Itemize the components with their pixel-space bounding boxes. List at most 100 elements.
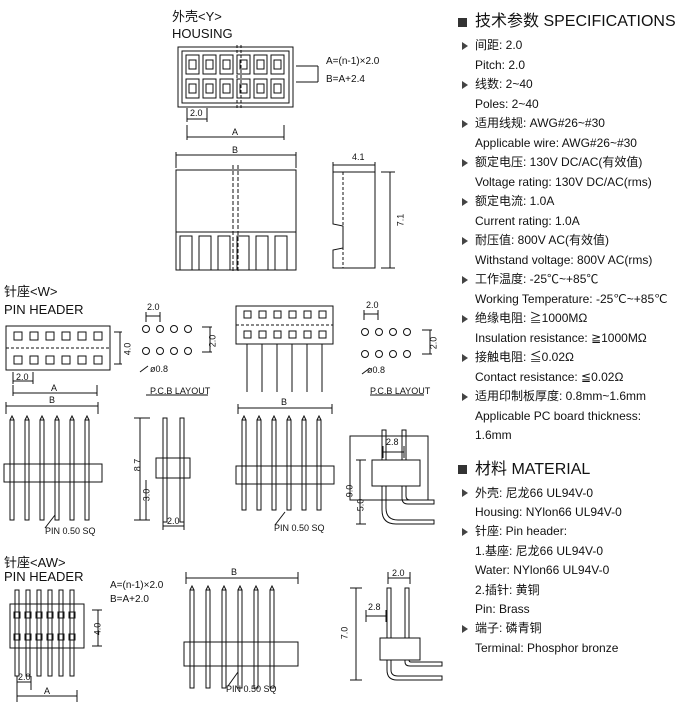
pcb-hole xyxy=(156,347,164,355)
pcb2-dim-row: 2.0 xyxy=(428,336,439,350)
pin-square xyxy=(288,330,297,339)
spec-item-en: Voltage rating: 130V DC/AC(rms) xyxy=(475,174,652,189)
aw-formula-b: B=A+2.0 xyxy=(110,594,149,605)
triangle-bullet-icon xyxy=(462,489,468,498)
spec-item-zh: 适用印制板厚度: 0.8mm~1.6mm xyxy=(452,387,677,407)
pin-square xyxy=(29,355,39,365)
material-line-text: 端子: 磷青铜 xyxy=(475,621,542,636)
pin-square xyxy=(258,310,267,319)
housing-slot xyxy=(255,235,269,270)
pin-square xyxy=(13,331,23,341)
spec-item-zh-text: 绝缘电阻: ≧1000MΩ xyxy=(475,311,588,325)
housing-formula-a: A=(n-1)×2.0 xyxy=(326,56,380,67)
pin-square xyxy=(46,633,54,641)
pin-square xyxy=(46,611,54,619)
housing-cell xyxy=(185,54,200,75)
specifications-heading: 技术参数 SPECIFICATIONS xyxy=(452,12,677,32)
aw-dim-b: B xyxy=(231,567,238,577)
pin-header-aw-title-en: PIN HEADER xyxy=(4,569,84,584)
spec-item-zh: 线数: 2~40 xyxy=(452,75,677,95)
spec-item-zh-text: 额定电压: 130V DC/AC(有效值) xyxy=(475,155,643,169)
material-line: Water: NYlon66 UL94V-0 xyxy=(475,563,610,578)
w2-dim-28: 2.8 xyxy=(386,437,399,447)
pin-header-aw-top-view xyxy=(9,589,102,702)
pin-square xyxy=(77,355,87,365)
housing-cell-hole xyxy=(239,59,248,70)
pin-tip xyxy=(84,414,90,421)
housing-cell-hole xyxy=(256,59,265,70)
material-line-text: 针座: Pin header: xyxy=(475,524,568,539)
housing-top-view xyxy=(177,45,319,140)
pin-header-w-top-view xyxy=(5,325,122,396)
pcb-hole xyxy=(142,347,150,355)
pin xyxy=(58,589,64,677)
pcb-hole xyxy=(375,350,383,358)
housing-dim-b: B xyxy=(232,145,239,155)
housing-cell xyxy=(236,78,251,99)
pin-tip xyxy=(269,584,275,591)
pin-square xyxy=(24,633,32,641)
housing-cell xyxy=(202,54,217,75)
housing-formula-b: B=A+2.4 xyxy=(326,74,365,85)
pin-header-aw-title-zh: 针座<AW> xyxy=(4,555,66,570)
spec-item-en: Poles: 2~40 xyxy=(475,96,539,111)
pin-square xyxy=(35,611,43,619)
w-dim-b: B xyxy=(49,395,56,405)
housing-cell-hole xyxy=(256,83,265,94)
pin-header-w-title-zh: 针座<W> xyxy=(4,284,58,299)
housing-side-view xyxy=(332,162,395,269)
spec-item-en: Applicable PC board thickness: 1.6mm xyxy=(475,408,642,443)
pin-square xyxy=(93,355,103,365)
pin-square xyxy=(273,310,282,319)
pin-header-w-angle-front-view xyxy=(235,404,335,526)
housing-cell xyxy=(185,78,200,99)
housing-cell xyxy=(202,78,217,99)
pcb-hole xyxy=(170,325,178,333)
pin xyxy=(36,589,42,677)
pin xyxy=(24,419,30,521)
pin xyxy=(69,589,75,677)
pin-tip xyxy=(253,584,259,591)
material-line: 2.插针: 黄铜 xyxy=(475,582,540,597)
triangle-bullet-icon xyxy=(462,158,468,167)
spec-item-zh-text: 工作温度: -25℃~+85℃ xyxy=(475,272,599,286)
housing-cell-hole xyxy=(222,59,231,70)
pin-square xyxy=(45,331,55,341)
pcb-hole xyxy=(403,350,411,358)
pcb-hole xyxy=(156,325,164,333)
housing-slot xyxy=(179,235,193,270)
spec-item-zh: 接触电阻: ≦0.02Ω xyxy=(452,348,677,368)
triangle-bullet-icon xyxy=(462,314,468,323)
pcb-hole xyxy=(389,328,397,336)
w-dim-87: 8.7 xyxy=(132,458,143,472)
pin-square xyxy=(57,633,65,641)
pin-square xyxy=(243,310,252,319)
spec-item-en: Contact resistance: ≦0.02Ω xyxy=(475,369,624,384)
pin-square xyxy=(243,330,252,339)
triangle-bullet-icon xyxy=(462,119,468,128)
pcb2-hole: ø0.8 xyxy=(367,365,386,375)
pin xyxy=(205,589,211,689)
spec-item-en: Insulation resistance: ≧1000MΩ xyxy=(475,330,647,345)
pin-square xyxy=(258,330,267,339)
housing-cell-hole xyxy=(188,83,197,94)
material-line: Terminal: Phosphor bronze xyxy=(475,640,619,655)
housing-cell xyxy=(219,78,234,99)
triangle-bullet-icon xyxy=(462,236,468,245)
aw-pin-sq: PIN 0.50 SQ xyxy=(226,684,277,694)
housing-cell-hole xyxy=(205,59,214,70)
specifications-heading-text: 技术参数 SPECIFICATIONS xyxy=(475,13,676,30)
pcb-hole xyxy=(142,325,150,333)
pin-square xyxy=(318,330,327,339)
triangle-bullet-icon xyxy=(462,80,468,89)
housing-slot xyxy=(274,235,288,270)
spec-item-zh: 额定电压: 130V DC/AC(有效值) xyxy=(452,153,677,173)
pin-tip xyxy=(286,414,292,421)
pin-tip xyxy=(39,414,45,421)
housing-slot xyxy=(198,235,212,270)
triangle-bullet-icon xyxy=(462,392,468,401)
w2-dim-90: 9.0 xyxy=(344,484,355,498)
spec-item-zh-text: 间距: 2.0 xyxy=(475,38,523,52)
